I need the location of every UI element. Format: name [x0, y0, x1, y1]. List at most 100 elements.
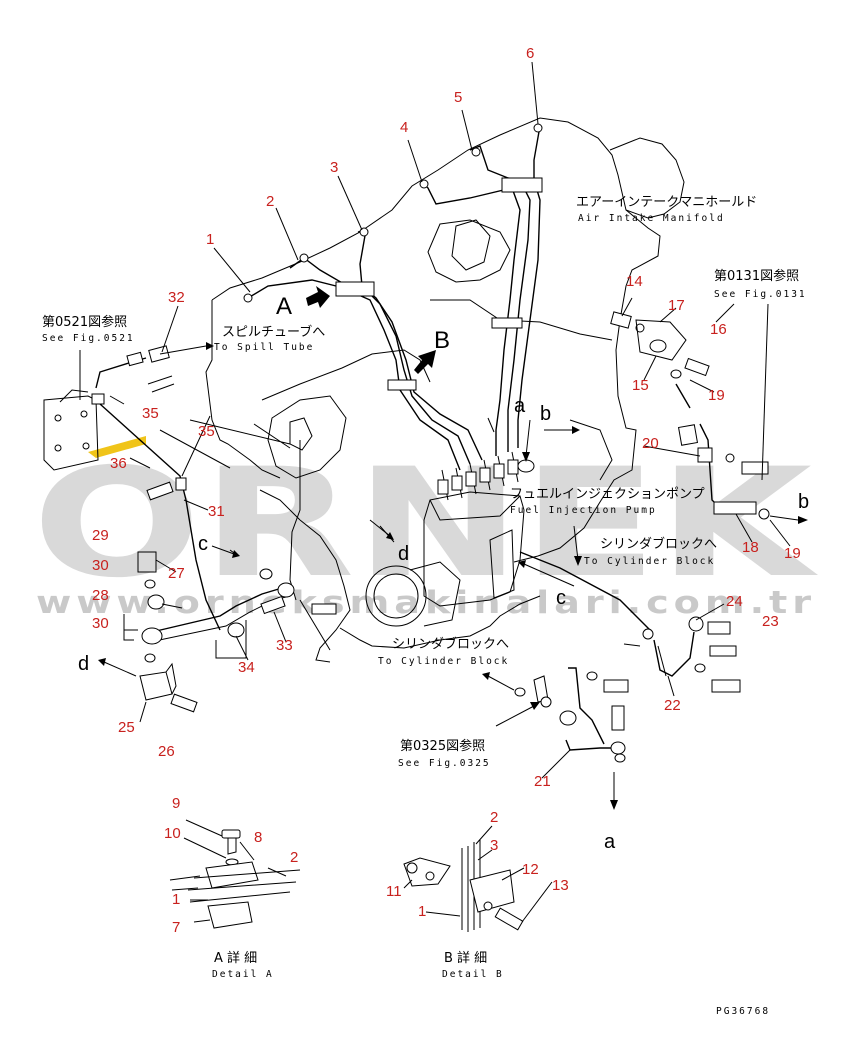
callout-1-detail-b: 1 — [418, 903, 426, 920]
arrow-d-icon — [386, 532, 394, 540]
fuel-pump-label-en: Fuel Injection Pump — [510, 505, 657, 516]
callout-17: 17 — [668, 297, 685, 314]
callout-30-lower: 30 — [92, 615, 109, 632]
arrow-fig0325-icon — [530, 702, 540, 710]
callout-35-lower: 35 — [198, 423, 215, 440]
air-intake-label-jp: エアーインテークマニホールド — [576, 195, 757, 210]
callout-1-detail: 1 — [172, 891, 180, 908]
cyl-block-label-jp-lower: シリンダブロックへ — [392, 636, 509, 652]
callout-14: 14 — [626, 273, 643, 290]
callout-8: 8 — [254, 829, 262, 846]
callout-33: 33 — [276, 637, 293, 654]
hose-18 — [713, 501, 757, 515]
bolt-20 — [741, 461, 769, 475]
banjo-15 — [649, 339, 667, 353]
detail-b-label-en: Detail B — [442, 969, 504, 980]
bolt-26 — [170, 693, 198, 713]
tube-clamp-upper-a — [335, 281, 375, 297]
fig0521-label-en: See Fig.0521 — [42, 333, 135, 344]
arrow-b-icon — [414, 350, 436, 374]
spill-tube-assembly — [43, 345, 337, 713]
callout-19-lower: 19 — [784, 545, 801, 562]
callout-3-detail-b: 3 — [490, 837, 498, 854]
callout-16: 16 — [710, 321, 727, 338]
arrow-a-down-icon — [610, 800, 618, 810]
bolt-21a — [603, 679, 629, 693]
callout-7: 7 — [172, 919, 180, 936]
callout-23: 23 — [762, 613, 779, 630]
tube-clamp-mid — [491, 317, 523, 329]
watermark-brand: ORNEK — [32, 437, 818, 611]
detail-b-label-jp: B 詳 細 — [444, 950, 487, 966]
callout-13: 13 — [552, 877, 569, 894]
bolt-22 — [711, 679, 741, 693]
callout-21: 21 — [534, 773, 551, 790]
detail-a: A 詳 細 Detail A — [169, 819, 301, 980]
arrow-cyl-block-icon — [574, 556, 582, 566]
callout-36: 36 — [110, 455, 127, 472]
callout-6: 6 — [526, 45, 534, 62]
callout-2: 2 — [266, 193, 274, 210]
callout-20: 20 — [642, 435, 659, 452]
bolt-16 — [684, 357, 710, 377]
clamp-7 — [207, 901, 253, 929]
letter-A: A — [276, 293, 292, 320]
bolt-lower — [311, 603, 337, 615]
bolt-21b — [611, 705, 625, 731]
arrow-b-top-icon — [572, 426, 580, 434]
bolt-33 — [260, 595, 286, 615]
detail-a-label-jp: A 詳 細 — [214, 950, 257, 966]
air-intake-label-en: Air Intake Manifold — [578, 213, 725, 224]
callout-9: 9 — [172, 795, 180, 812]
bolt-23 — [707, 621, 731, 635]
fuel-pump-label-jp: フュエルインジェクションポンプ — [510, 487, 705, 502]
callout-4: 4 — [400, 119, 408, 136]
callout-12: 12 — [522, 861, 539, 878]
injection-tubes — [243, 123, 543, 471]
tube-clamp-b — [387, 379, 417, 391]
spill-tube-label-en: To Spill Tube — [214, 342, 314, 353]
arrow-d-left-icon — [98, 658, 106, 666]
callout-19-upper: 19 — [708, 387, 725, 404]
letter-a-top: a — [514, 395, 526, 417]
callout-29: 29 — [92, 527, 109, 544]
cyl-block-label-jp-right: シリンダブロックへ — [600, 536, 717, 552]
cyl-block-label-en-right: To Cylinder Block — [584, 556, 715, 567]
arrow-c-left-icon — [232, 550, 240, 558]
letter-c-right: c — [556, 587, 566, 609]
watermark-accent-icon — [88, 436, 146, 458]
callout-18: 18 — [742, 539, 759, 556]
clamp-12 — [469, 869, 515, 913]
arrow-a-top-icon — [522, 452, 530, 462]
letter-d-left: d — [78, 653, 89, 675]
callout-15: 15 — [632, 377, 649, 394]
block-25 — [139, 671, 173, 701]
callout-22: 22 — [664, 697, 681, 714]
callout-28: 28 — [92, 587, 109, 604]
letter-B: B — [434, 327, 450, 354]
bolt-13 — [494, 907, 524, 931]
callout-30-upper: 30 — [92, 557, 109, 574]
callout-1: 1 — [206, 231, 214, 248]
callout-11: 11 — [386, 883, 402, 900]
detail-a-label-en: Detail A — [212, 969, 274, 980]
fig0325-label-en: See Fig.0325 — [398, 758, 491, 769]
fitting-14 — [610, 311, 632, 329]
callout-35-upper: 35 — [142, 405, 159, 422]
watermark: ORNEK www.orneksmakinalari.com.tr — [32, 436, 818, 621]
arrow-b-right-icon — [798, 516, 808, 524]
fig0325-label-jp: 第0325図参照 — [400, 738, 485, 754]
cyl-block-label-en-lower: To Cylinder Block — [378, 656, 509, 667]
fig0131-label-jp: 第0131図参照 — [714, 268, 799, 284]
delivery-valve-holders — [437, 459, 519, 495]
callout-10: 10 — [164, 825, 181, 842]
detail-b: B 詳 細 Detail B — [403, 825, 553, 980]
callout-24: 24 — [726, 593, 743, 610]
letter-b-top: b — [540, 403, 551, 425]
letter-d-center: d — [398, 543, 409, 565]
tube-clamp-upper-b — [501, 177, 543, 193]
fig0131-label-en: See Fig.0131 — [714, 289, 807, 300]
callout-25: 25 — [118, 719, 135, 736]
letter-c-left: c — [198, 533, 208, 555]
